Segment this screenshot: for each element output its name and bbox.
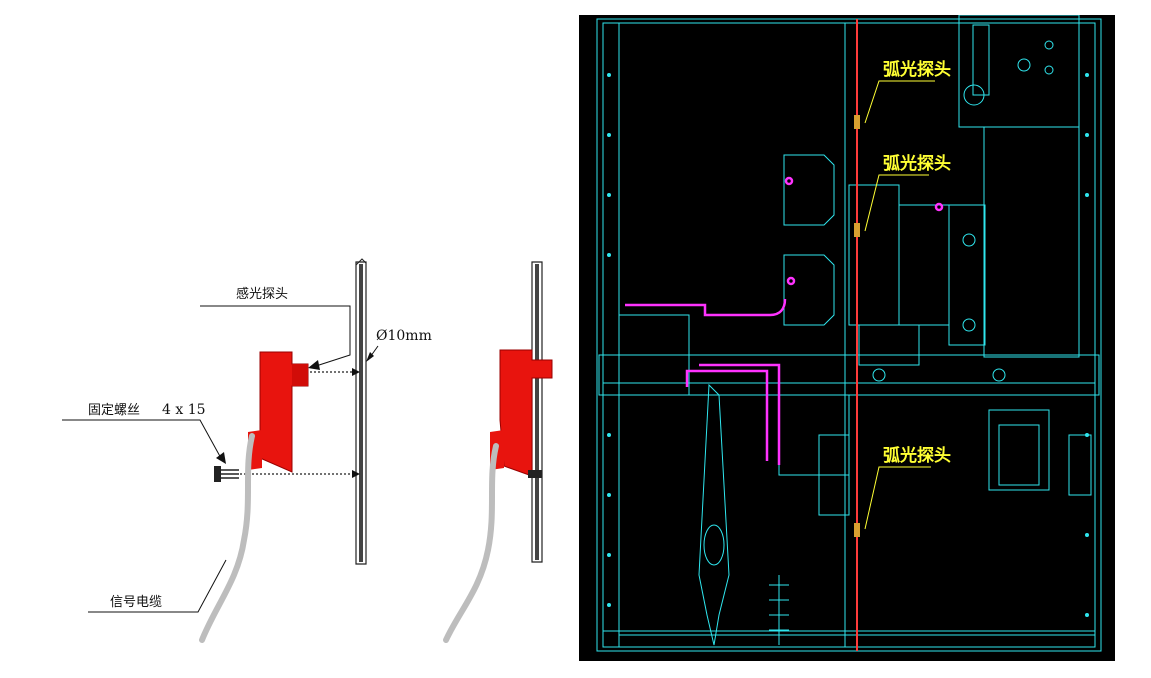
signal-cable: [199, 433, 255, 643]
mounting-plate: [355, 258, 367, 565]
cable-label: 信号电缆: [110, 594, 162, 610]
cabinet-outline: [596, 14, 1102, 652]
screw-size-label: 4 x 15: [162, 402, 206, 418]
installed-sensor-view: [443, 261, 553, 643]
probe-leader-lines: [864, 80, 935, 530]
probe-markers: [854, 115, 860, 537]
sensor-installation-diagram: 感光探头 Ø10mm 固定螺丝 4 x 15 信号电缆: [0, 0, 575, 674]
sensor-probe-label: 感光探头: [236, 286, 288, 302]
arc-probe-label-3: 弧光探头: [883, 445, 951, 466]
screw-label: 固定螺丝: [88, 403, 140, 418]
cabinet-bolts: [607, 73, 1089, 617]
diameter-label: Ø10mm: [376, 328, 432, 344]
screw-icon: [214, 466, 239, 482]
arc-probe-label-1: 弧光探头: [883, 59, 951, 80]
switchgear-cad-drawing: 弧光探头 弧光探头 弧光探头: [579, 14, 1115, 661]
arc-probe-label-2: 弧光探头: [883, 153, 951, 174]
arc-sensor-body: [248, 351, 309, 473]
busbar-magenta: [625, 176, 944, 465]
